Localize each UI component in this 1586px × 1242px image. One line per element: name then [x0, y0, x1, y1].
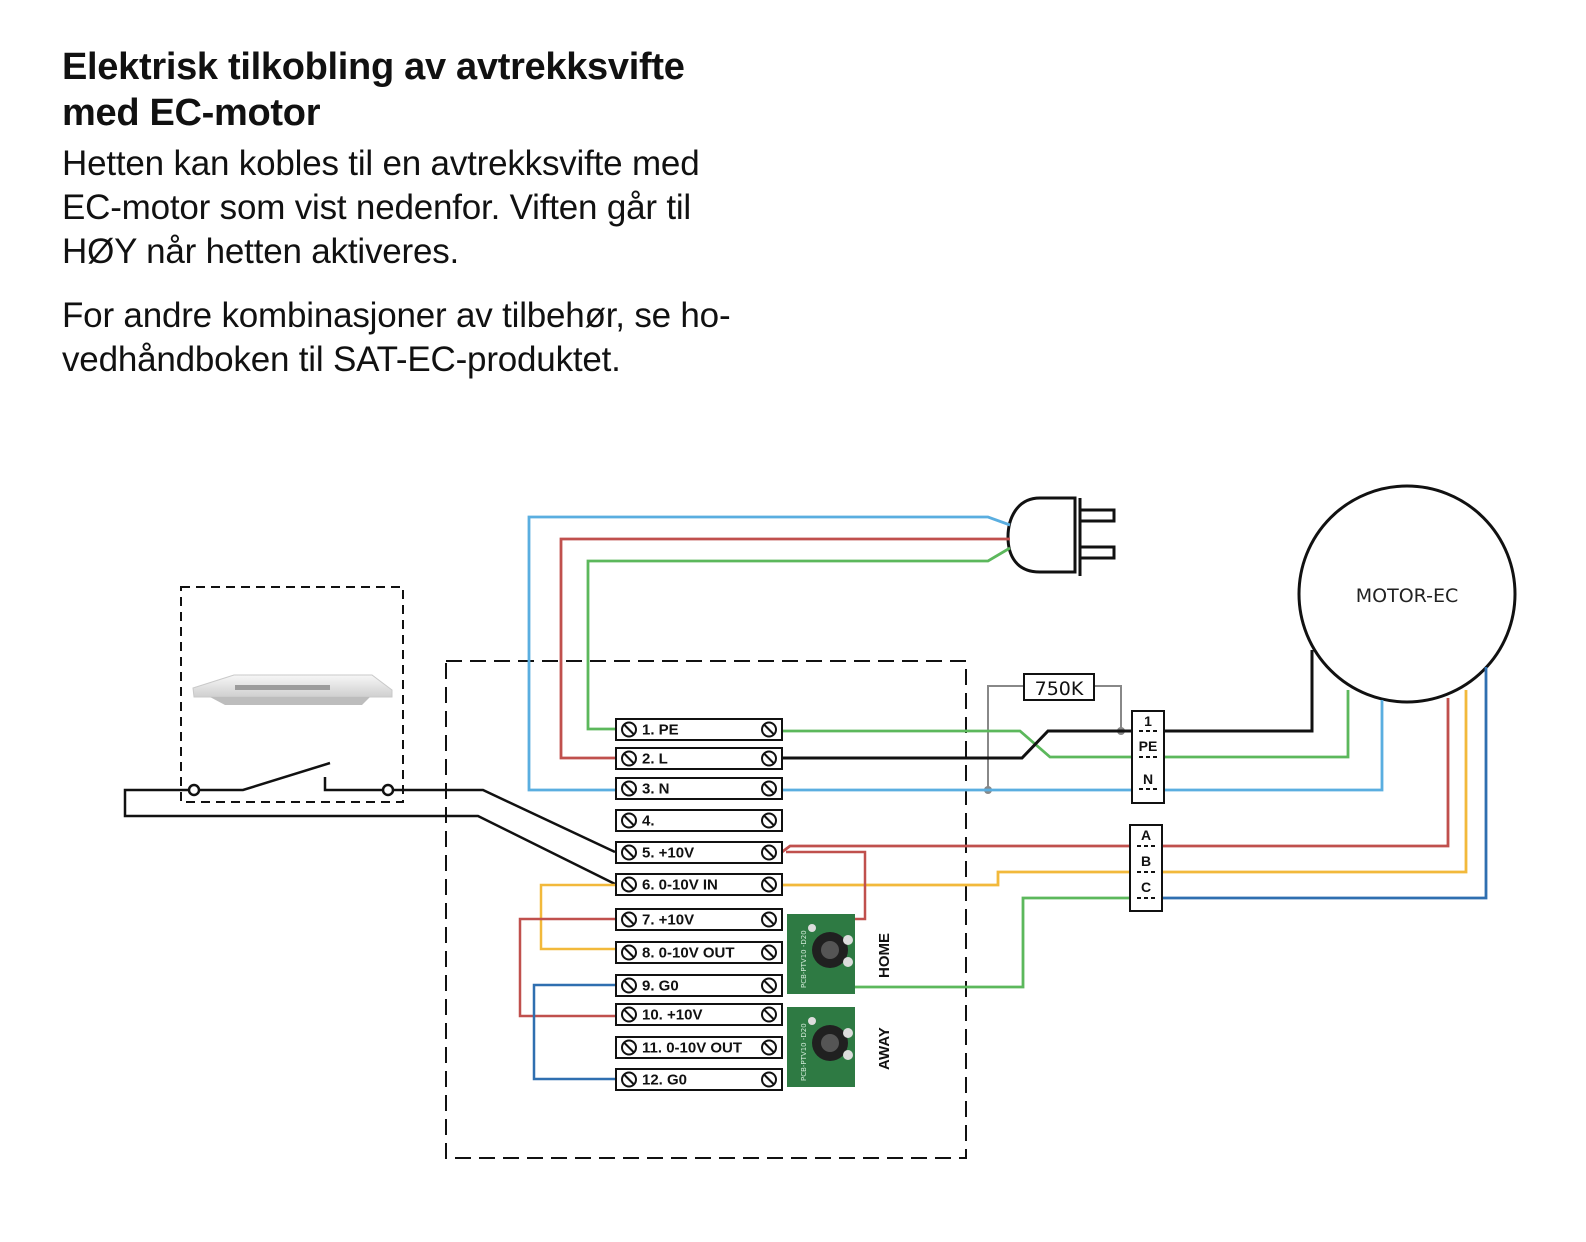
wire-neutral-blue [527, 515, 1011, 792]
terminal-9: 9. G0 [615, 974, 783, 997]
hood-dashed-box [180, 586, 404, 803]
wire-jumper-red [518, 917, 616, 1018]
terminal-strip: 1. PE 2. L 3. N 4. 5. +10V 6. 0-10V IN 7. +10V… [615, 718, 783, 1091]
wire-live-red [559, 537, 1010, 760]
wire-signal-b-yellow [782, 690, 1468, 887]
wire-live-out-black [782, 650, 1314, 760]
power-connector [1131, 710, 1165, 804]
power-connector-pin-1: 1 [1144, 713, 1152, 729]
reference-paragraph: For andre kombinasjoner av tilbehør, se … [62, 294, 731, 382]
resistor-750k [984, 673, 1125, 794]
ec-motor [1297, 484, 1517, 704]
wire-earth-out-green [782, 690, 1350, 759]
wire-signal-c-blue [1160, 667, 1488, 900]
cooker-hood-image [192, 674, 393, 705]
terminal-2: 2. L [615, 747, 783, 770]
terminal-label: 12. G0 [642, 1072, 687, 1089]
terminal-label: 7. +10V [642, 912, 694, 929]
hood-switch [123, 761, 616, 886]
home-board-marking: PCB-PTV10 -D20 [800, 930, 808, 988]
power-connector-pin-n: N [1143, 771, 1153, 787]
terminal-8: 8. 0-10V OUT [615, 941, 783, 964]
heading-line-2: med EC-motor [62, 92, 321, 134]
wire-jumper-blue [532, 983, 616, 1081]
away-board-marking: PCB-PTV10 -D20 [800, 1023, 808, 1081]
heading-line-1: Elektrisk tilkobling av avtrekksvifte [62, 46, 685, 88]
terminal-label: 10. +10V [642, 1007, 702, 1024]
control-box-dashed-frame [445, 660, 967, 1159]
terminal-5: 5. +10V [615, 841, 783, 864]
wire-earth-green [586, 546, 1011, 731]
terminal-7: 7. +10V [615, 908, 783, 931]
home-label: HOME [876, 933, 893, 978]
reference-line-1: For andre kombinasjoner av tilbehør, se … [62, 296, 731, 335]
intro-line-1: Hetten kan kobles til en avtrekksvifte m… [62, 144, 700, 183]
power-connector-pin-pe: PE [1139, 738, 1158, 754]
resistor-label: 750K [1035, 678, 1084, 700]
wire-jumper-red-5 [786, 850, 867, 921]
terminal-label: 5. +10V [642, 845, 694, 862]
terminal-label: 2. L [642, 751, 668, 768]
signal-connector-pin-c: C [1141, 879, 1151, 895]
intro-line-3: HØY når hetten aktiveres. [62, 232, 460, 271]
terminal-12: 12. G0 [615, 1068, 783, 1091]
reference-line-2: vedhåndboken til SAT-EC-produktet. [62, 340, 621, 379]
page-heading: Elektrisk tilkobling av avtrekksvifte me… [62, 44, 685, 136]
signal-connector [1129, 824, 1163, 912]
terminal-10: 10. +10V [615, 1003, 783, 1026]
terminal-label: 6. 0-10V IN [642, 877, 718, 894]
terminal-label: 1. PE [642, 722, 679, 739]
wire-jumper-yellow [539, 883, 616, 951]
mains-plug [1006, 496, 1116, 576]
motor-label: MOTOR-EC [1356, 585, 1458, 607]
intro-paragraph: Hetten kan kobles til en avtrekksvifte m… [62, 142, 700, 274]
signal-connector-pin-a: A [1141, 827, 1151, 843]
intro-line-2: EC-motor som vist nedenfor. Viften går t… [62, 188, 691, 227]
away-label: AWAY [876, 1027, 893, 1070]
terminal-11: 11. 0-10V OUT [615, 1036, 783, 1059]
terminal-4: 4. [615, 809, 783, 832]
home-potentiometer-board: PCB-PTV10 -D20 [787, 914, 855, 994]
terminal-label: 8. 0-10V OUT [642, 945, 735, 962]
wire-neutral-out-blue [782, 700, 1384, 792]
signal-connector-pin-b: B [1141, 853, 1151, 869]
wire-home-green [855, 896, 1136, 989]
terminal-label: 4. [642, 813, 655, 830]
terminal-label: 11. 0-10V OUT [642, 1040, 742, 1057]
terminal-1: 1. PE [615, 718, 783, 741]
terminal-6: 6. 0-10V IN [615, 873, 783, 896]
terminal-label: 9. G0 [642, 978, 679, 995]
terminal-3: 3. N [615, 777, 783, 800]
terminal-label: 3. N [642, 781, 670, 798]
wire-signal-a-red [781, 698, 1450, 854]
away-potentiometer-board: PCB-PTV10 -D20 [787, 1007, 855, 1087]
